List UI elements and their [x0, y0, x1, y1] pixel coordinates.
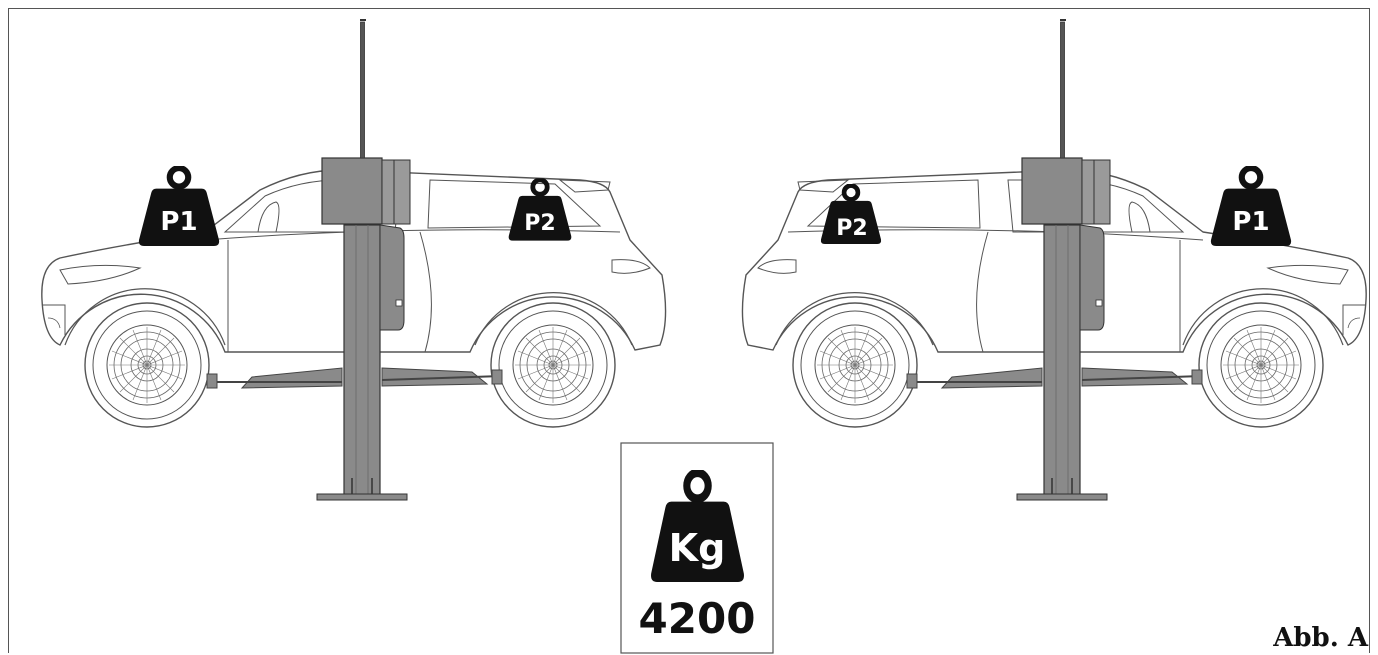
left-front-weight-label: P1 [160, 207, 197, 237]
capacity-unit-label: Kg [669, 526, 726, 570]
right-rear-weight-label: P2 [836, 216, 867, 241]
left-front-weight: P1 [139, 168, 219, 246]
left-lift-column [206, 19, 503, 501]
figure-frame [8, 8, 1370, 653]
figure-label: Abb. A [1273, 623, 1368, 653]
capacity-value: 4200 [639, 594, 756, 643]
right-rear-weight: P2 [821, 186, 881, 244]
right-front-weight-label: P1 [1232, 207, 1269, 237]
left-rear-weight-label: P2 [524, 211, 555, 236]
right-lift-column [906, 19, 1203, 501]
left-rear-weight: P2 [509, 180, 572, 241]
capacity-box: Kg 4200 [620, 442, 774, 654]
right-front-weight: P1 [1211, 168, 1291, 246]
